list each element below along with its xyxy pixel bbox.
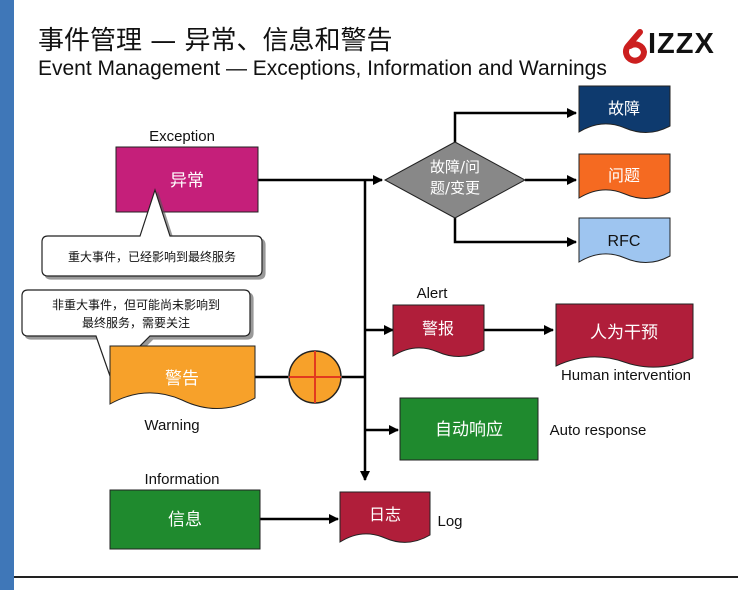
decision-diamond — [383, 141, 527, 219]
problem-label: 问题 — [608, 166, 640, 185]
alert-box — [392, 304, 485, 357]
incident-box — [578, 85, 671, 133]
exception-note: 重大事件，已经影响到最终服务 — [68, 249, 236, 264]
warning-label: 警告 — [165, 369, 199, 389]
information-box — [109, 489, 261, 550]
title-english: Event Management — Exceptions, Informati… — [38, 57, 607, 80]
title-chinese: 事件管理 — 异常、信息和警告 — [38, 26, 393, 56]
log-label: 日志 — [369, 505, 401, 524]
auto-response-label: 自动响应 — [435, 420, 503, 440]
rfc-label: RFC — [608, 233, 641, 250]
human-intervention-caption: Human intervention — [561, 367, 691, 384]
logo-icon — [623, 29, 648, 64]
warning-note-line2: 最终服务，需要关注 — [82, 315, 190, 330]
log-caption: Log — [437, 513, 462, 530]
incident-label: 故障 — [608, 99, 640, 118]
problem-box — [578, 153, 671, 199]
left-accent-bar — [0, 0, 14, 590]
warning-box — [109, 345, 256, 409]
auto-response-box — [399, 397, 539, 461]
junction-cross — [289, 351, 341, 403]
warning-caption: Warning — [144, 417, 199, 434]
bottom-rule — [14, 576, 738, 578]
logo: IZZX — [618, 28, 726, 64]
alert-caption: Alert — [417, 285, 449, 302]
information-label: 信息 — [168, 510, 202, 530]
exception-box — [115, 146, 259, 213]
human-intervention-box — [555, 303, 694, 368]
log-box — [339, 491, 431, 543]
information-caption: Information — [144, 471, 219, 488]
exception-callout — [41, 188, 263, 277]
alert-label: 警报 — [422, 319, 454, 338]
human-intervention-label: 人为干预 — [590, 323, 658, 343]
connectors — [255, 108, 577, 524]
decision-label-line1: 故障/问 — [430, 158, 480, 176]
auto-response-caption: Auto response — [550, 422, 647, 439]
rfc-box — [578, 217, 671, 263]
exception-label: 异常 — [170, 171, 204, 191]
exception-caption: Exception — [149, 128, 215, 145]
decision-label-line2: 题/变更 — [430, 179, 480, 197]
warning-note-line1: 非重大事件，但可能尚未影响到 — [52, 297, 220, 312]
logo-text: IZZX — [648, 28, 715, 60]
